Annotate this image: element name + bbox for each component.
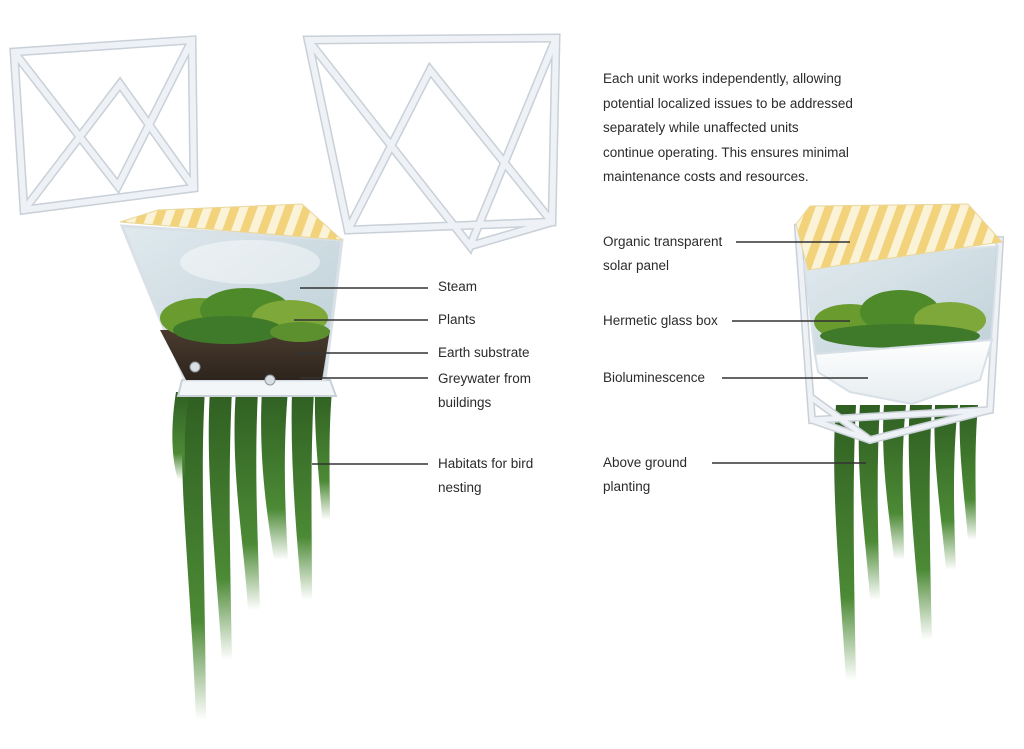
label-steam: Steam xyxy=(438,275,477,299)
plants-right xyxy=(814,290,986,348)
leader-lines xyxy=(294,241,868,465)
description-paragraph: Each unit works independently, allowing … xyxy=(603,67,903,190)
label-greywater-line1: Greywater from xyxy=(438,371,532,386)
label-above-ground: Above ground planting xyxy=(603,451,687,499)
label-habitats-line1: Habitats for bird xyxy=(438,456,534,471)
solar-panel-left xyxy=(119,203,344,241)
label-solar-panel-line1: Organic transparent xyxy=(603,234,723,249)
solar-panel-right xyxy=(795,203,1003,271)
bioluminescence-base xyxy=(813,338,994,406)
description-line: separately while unaffected units xyxy=(603,120,799,135)
description-line: potential localized issues to be address… xyxy=(603,95,853,111)
label-steam-text: Steam xyxy=(438,279,478,294)
label-habitats: Habitats for bird nesting xyxy=(438,452,533,500)
label-bioluminescence-text: Bioluminescence xyxy=(603,370,706,385)
label-earth-substrate-text: Earth substrate xyxy=(438,345,530,360)
greywater-port-2 xyxy=(264,374,276,386)
plants-left xyxy=(160,288,330,344)
label-habitats-line2: nesting xyxy=(438,480,482,495)
empty-frame-left xyxy=(9,35,199,216)
description-line: continue operating. This ensures minimal xyxy=(603,144,849,160)
label-glass-box: Hermetic glass box xyxy=(603,309,718,333)
label-earth-substrate: Earth substrate xyxy=(438,341,530,365)
label-solar-panel-line2: solar panel xyxy=(603,258,670,273)
label-plants-text: Plants xyxy=(438,312,476,327)
empty-frame-middle xyxy=(302,33,561,255)
label-solar-panel: Organic transparent solar panel xyxy=(603,230,722,278)
label-above-ground-line1: Above ground xyxy=(603,455,688,470)
greywater-port-1 xyxy=(189,361,201,373)
planted-unit-left xyxy=(119,203,344,720)
label-plants: Plants xyxy=(438,308,476,332)
description-line: maintenance costs and resources. xyxy=(603,169,809,184)
earth-substrate xyxy=(160,330,330,380)
steam xyxy=(180,240,320,284)
planted-unit-right xyxy=(793,203,1005,680)
label-greywater-line2: buildings xyxy=(438,395,492,410)
label-bioluminescence: Bioluminescence xyxy=(603,366,705,390)
description-line: Each unit works independently, allowing xyxy=(603,71,842,86)
label-above-ground-line2: planting xyxy=(603,479,651,494)
hanging-vines-left xyxy=(172,390,332,720)
label-greywater: Greywater from buildings xyxy=(438,367,531,415)
label-glass-box-text: Hermetic glass box xyxy=(603,313,718,328)
hanging-vines-right xyxy=(834,405,978,680)
